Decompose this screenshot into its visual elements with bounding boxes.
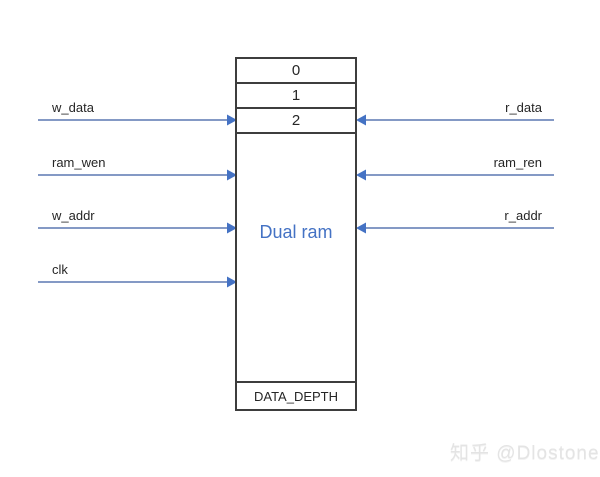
r-addr-arrow bbox=[356, 222, 554, 234]
w-addr-arrow bbox=[38, 222, 237, 234]
label-w-addr: w_addr bbox=[52, 208, 95, 223]
ram-cell-2: 2 bbox=[237, 109, 355, 134]
ram-cell-1: 1 bbox=[237, 84, 355, 109]
ram-cell-1-label: 1 bbox=[291, 87, 301, 104]
ram-cell-2-label: 2 bbox=[291, 112, 301, 129]
ram-ren-arrow bbox=[356, 169, 554, 181]
clk-arrow bbox=[38, 276, 237, 288]
label-ram-wen: ram_wen bbox=[52, 155, 106, 170]
ram-depth-row: DATA_DEPTH bbox=[237, 381, 355, 409]
label-ram-ren: ram_ren bbox=[493, 155, 542, 170]
ram-wen-arrow bbox=[38, 169, 237, 181]
ram-cell-0-label: 0 bbox=[291, 62, 301, 79]
label-r-data: r_data bbox=[505, 100, 542, 115]
watermark-text: 知乎 @Dlostone bbox=[450, 443, 600, 464]
label-clk: clk bbox=[52, 262, 68, 277]
r-data-arrow bbox=[356, 114, 554, 126]
dual-ram-block: 0 1 2 Dual ram DATA_DEPTH bbox=[235, 57, 357, 411]
ram-title: Dual ram bbox=[259, 222, 333, 242]
label-r-addr: r_addr bbox=[504, 208, 542, 223]
w-data-arrow bbox=[38, 114, 237, 126]
ram-cell-0: 0 bbox=[237, 59, 355, 84]
label-w-data: w_data bbox=[52, 100, 94, 115]
ram-depth-label: DATA_DEPTH bbox=[253, 388, 339, 404]
ram-body: Dual ram bbox=[237, 134, 355, 381]
